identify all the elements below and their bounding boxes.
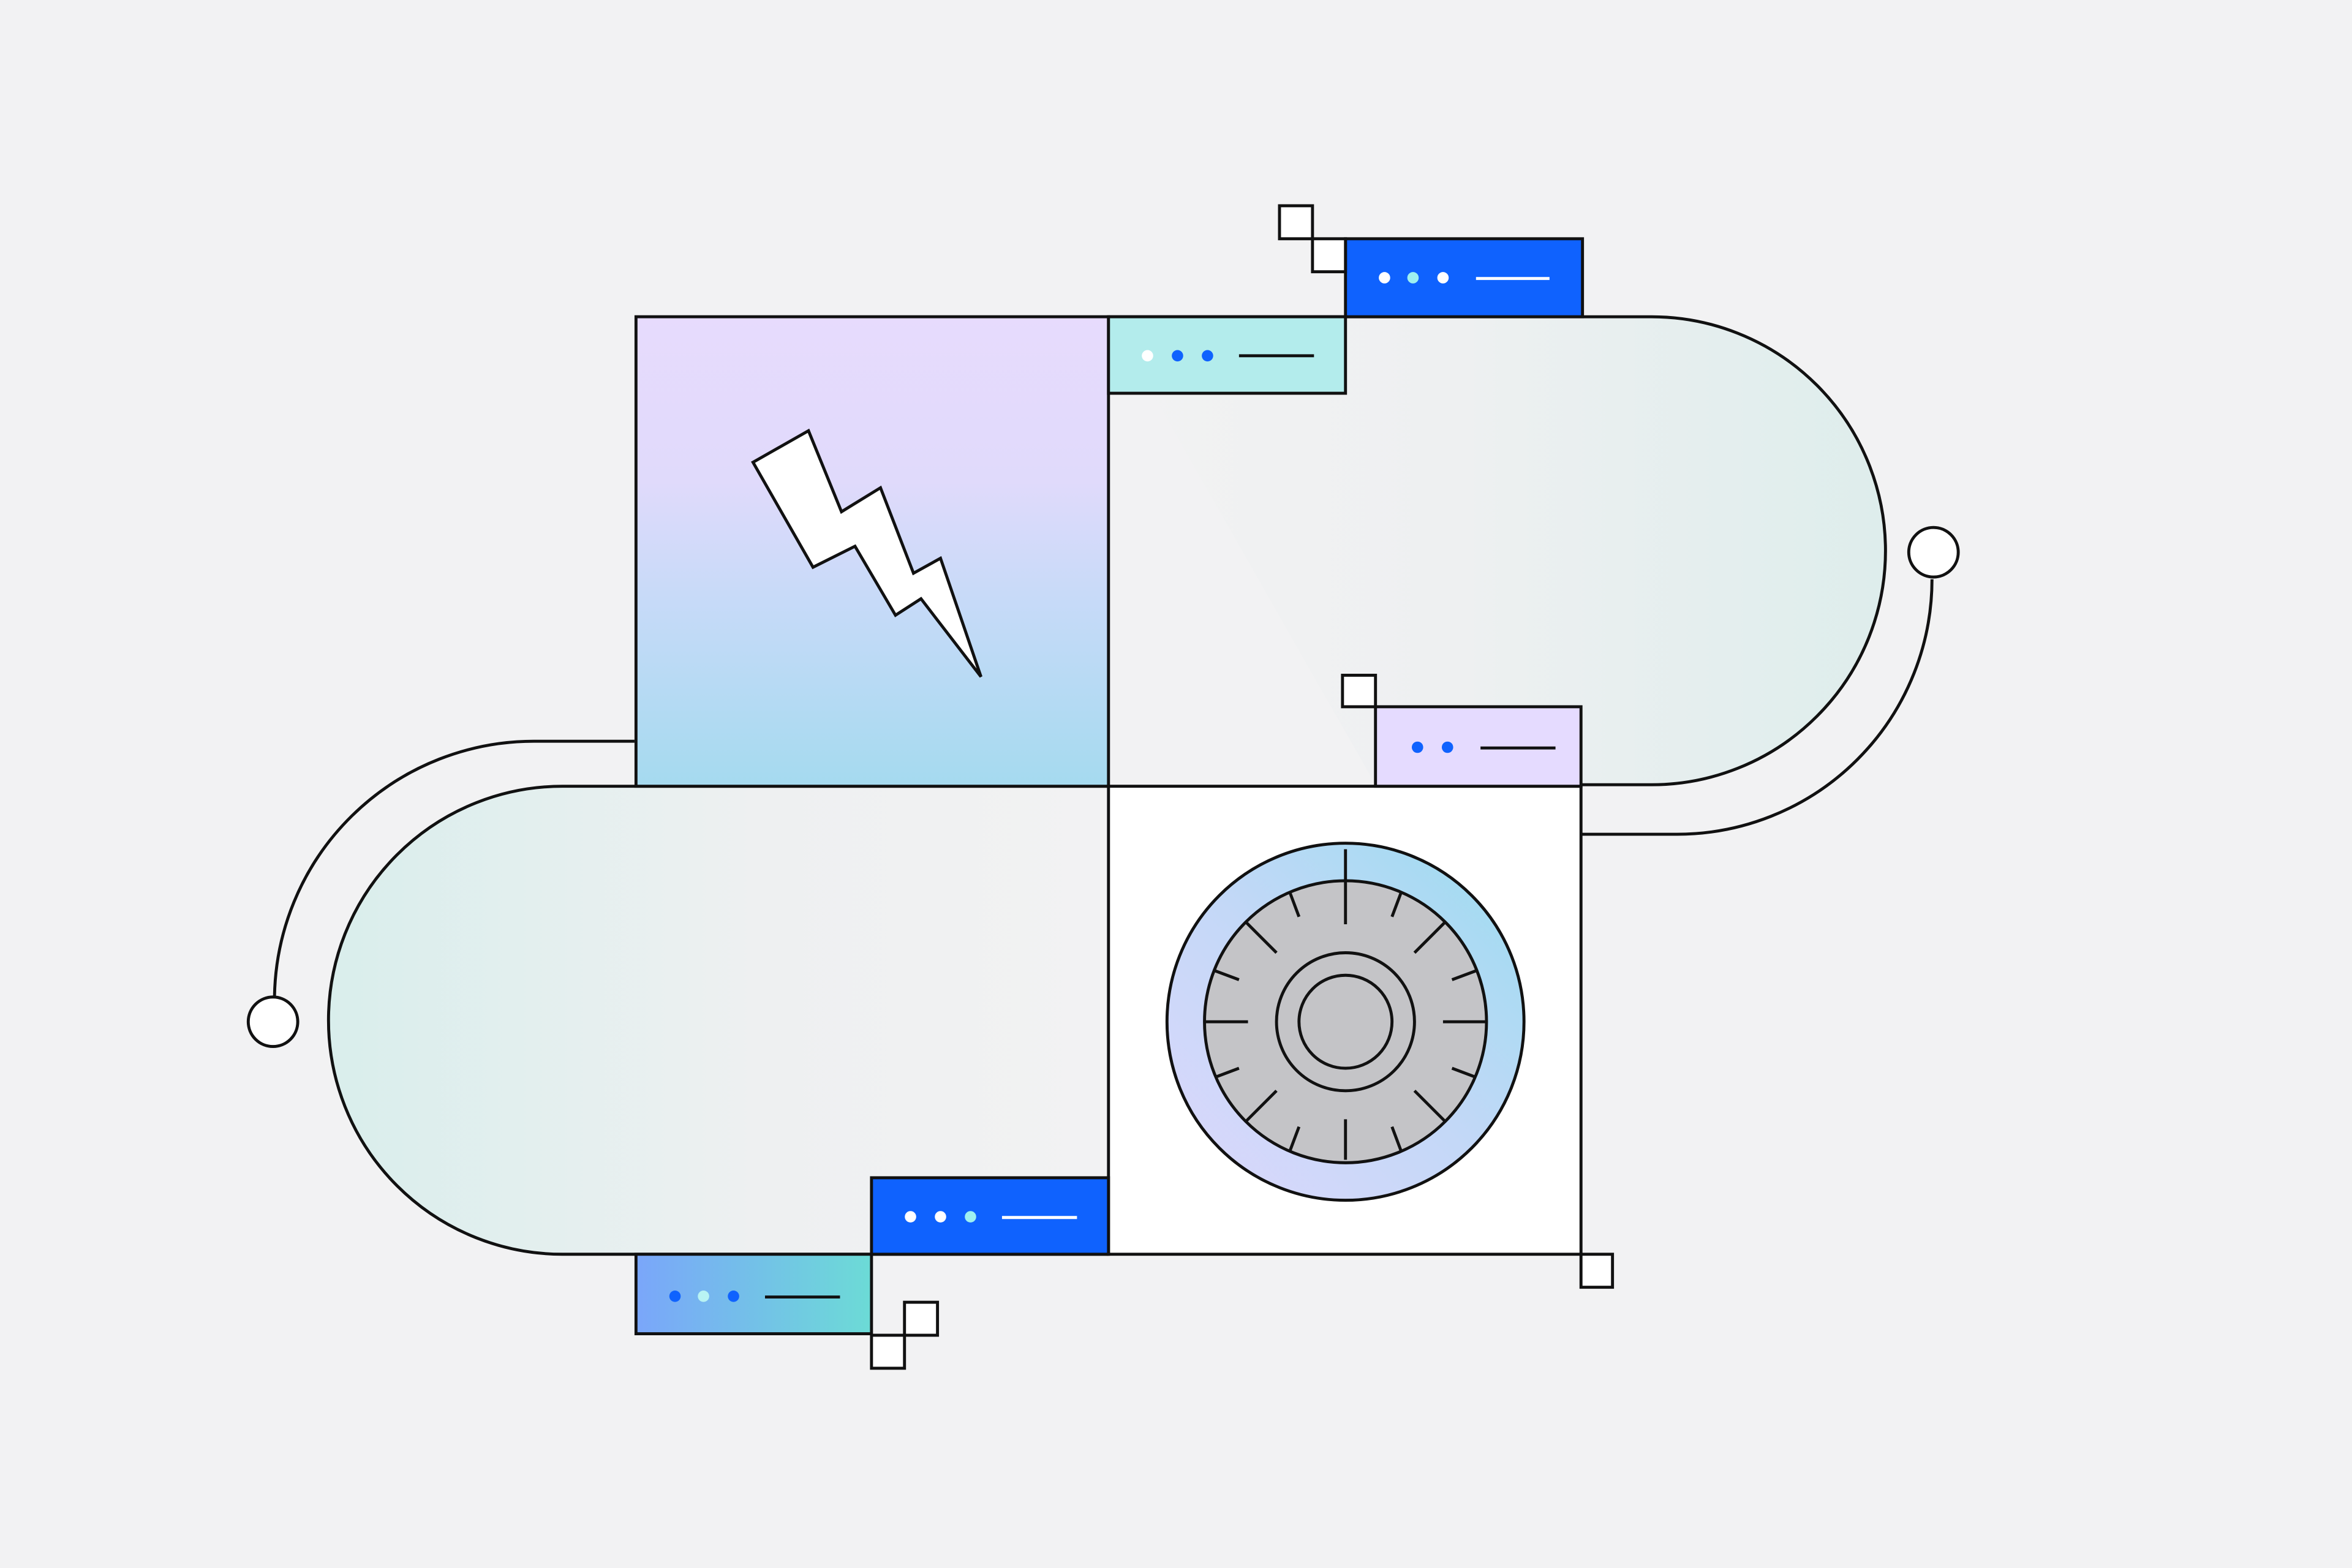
card-top-blue <box>1344 237 1585 318</box>
right-cable <box>1581 579 1934 836</box>
combination-lock-dial-icon <box>1165 842 1526 1202</box>
right-pill-tube <box>1108 315 1887 786</box>
decorative-squares <box>870 204 1615 1370</box>
card-bottom-blue <box>870 1176 1110 1256</box>
left-cable <box>273 739 635 997</box>
card-lavender <box>1374 705 1583 788</box>
card-gradient <box>634 1253 873 1335</box>
lightning-bolt-icon <box>751 428 982 678</box>
left-pill-tube <box>326 785 1109 1256</box>
card-teal <box>1107 315 1348 395</box>
dial-ticks <box>1205 849 1485 1160</box>
left-cable-node <box>246 995 300 1049</box>
right-cable-node <box>1907 526 1960 579</box>
